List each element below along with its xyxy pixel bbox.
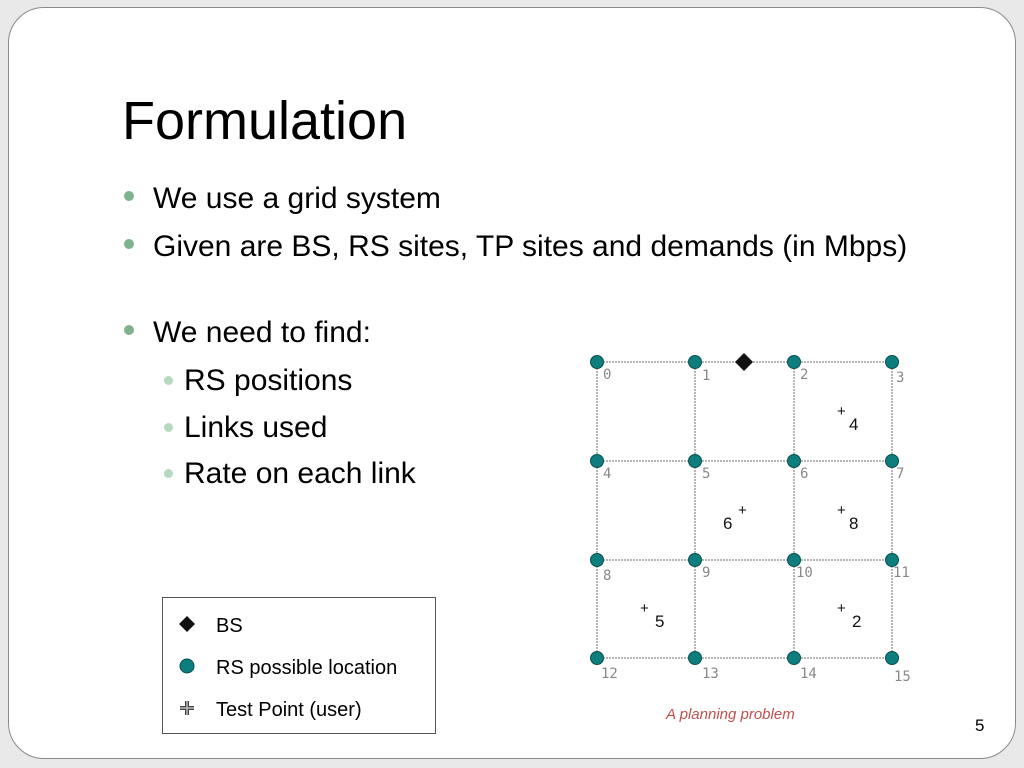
test-point-6: + 6 (723, 502, 747, 533)
sub-bullet-links-used: Links used (153, 405, 922, 452)
test-point-demand: 4 (849, 415, 858, 434)
test-point-demand: 5 (655, 612, 664, 631)
legend-tp-label: Test Point (user) (216, 699, 362, 721)
node-label-13: 13 (702, 666, 719, 682)
test-point-plus-icon: + (640, 600, 649, 617)
bullet-given-sites: Given are BS, RS sites, TP sites and dem… (122, 226, 922, 268)
bullet-grid-system: We use a grid system (122, 178, 922, 220)
legend-bs-label: BS (216, 615, 243, 637)
rs-node-6 (787, 454, 801, 468)
page-number: 5 (975, 716, 985, 735)
node-label-8: 8 (603, 568, 611, 584)
rs-node-5 (688, 454, 702, 468)
node-label-0: 0 (603, 367, 611, 383)
test-point-4: + 4 (837, 403, 858, 434)
rs-node-10 (787, 553, 801, 567)
node-label-1: 1 (702, 368, 710, 384)
node-label-10: 10 (796, 565, 813, 581)
test-point-5: + 5 (640, 600, 664, 631)
test-point-8: + 8 (837, 502, 858, 533)
rs-node-0 (590, 355, 604, 369)
rs-node-3 (885, 355, 899, 369)
rs-node-9 (688, 553, 702, 567)
rs-node-1 (688, 355, 702, 369)
test-point-demand: 6 (723, 514, 732, 533)
node-label-3: 3 (896, 370, 904, 386)
sub-bullet-list: RS positions Links used Rate on each lin… (153, 358, 922, 498)
node-label-5: 5 (702, 466, 710, 482)
legend-tp-row: Test Point (user) (163, 696, 435, 721)
slide-title: Formulation (122, 91, 408, 151)
rs-node-2 (787, 355, 801, 369)
node-label-11: 11 (893, 565, 910, 581)
node-label-9: 9 (702, 565, 710, 581)
node-label-12: 12 (601, 666, 618, 682)
test-point-2: + 2 (837, 600, 861, 631)
rs-node-icon (179, 658, 195, 674)
bs-diamond-icon (179, 616, 195, 632)
legend-box: BS RS possible location Test Point (user… (162, 597, 436, 734)
legend-rs-label: RS possible location (216, 657, 398, 679)
bullet-list: We use a grid system Given are BS, RS si… (122, 178, 922, 498)
grid-diagram: 0 1 2 3 4 5 6 7 8 9 10 11 12 13 14 15 + … (590, 353, 911, 685)
node-label-4: 4 (603, 466, 611, 482)
figure-caption: A planning problem (666, 706, 795, 723)
legend-bs-row: BS (163, 612, 435, 637)
node-label-2: 2 (800, 367, 808, 383)
node-labels: 0 1 2 3 4 5 6 7 8 9 10 11 12 13 14 15 (601, 367, 911, 685)
rs-node-4 (590, 454, 604, 468)
rs-node-13 (688, 651, 702, 665)
grid-lines (596, 361, 893, 659)
bullet-need-to-find-text: We need to find: (153, 316, 371, 349)
test-point-plus-icon: + (738, 502, 747, 519)
rs-node-14 (787, 651, 801, 665)
test-point-plus-icon: + (837, 600, 846, 617)
rs-nodes (590, 355, 899, 665)
rs-node-12 (590, 651, 604, 665)
test-points: + 4 + 6 + 8 + 5 + 2 (640, 403, 861, 631)
bullet-need-to-find: We need to find: RS positions Links used… (122, 312, 922, 498)
rs-node-8 (590, 553, 604, 567)
node-label-6: 6 (800, 466, 808, 482)
sub-bullet-rate: Rate on each link (153, 451, 922, 498)
node-label-7: 7 (896, 466, 904, 482)
sub-bullet-rs-positions: RS positions (153, 358, 922, 405)
node-label-15: 15 (894, 669, 911, 685)
bs-diamond (735, 353, 753, 371)
rs-node-15 (885, 651, 899, 665)
test-point-plus-icon: + (837, 502, 846, 519)
test-point-plus-icon (180, 701, 194, 715)
test-point-plus-icon: + (837, 403, 846, 420)
node-label-14: 14 (800, 666, 817, 682)
rs-node-7 (885, 454, 899, 468)
test-point-demand: 2 (852, 612, 861, 631)
test-point-demand: 8 (849, 514, 858, 533)
rs-node-11 (885, 553, 899, 567)
legend-rs-row: RS possible location (163, 654, 435, 679)
